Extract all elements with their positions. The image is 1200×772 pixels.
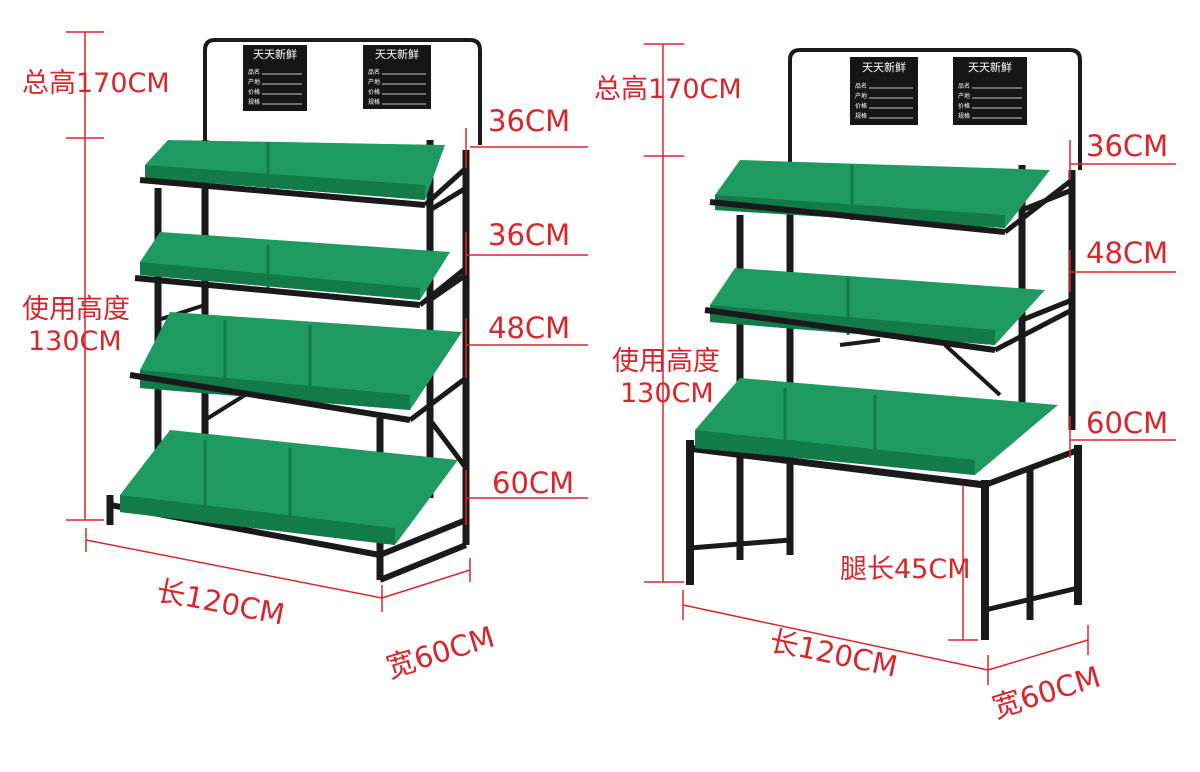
svg-text:品名: 品名 — [248, 68, 260, 76]
right-rack-frame — [686, 48, 1082, 640]
right-rack-tier-3 — [695, 378, 1058, 475]
right-leg-length-label: 腿长45CM — [840, 554, 971, 585]
left-rack-sign-2: 天天新鲜 品名 产地 价格 规格 — [363, 45, 431, 109]
right-usable-height-label-line1: 使用高度 — [612, 346, 720, 377]
right-rack-dimensions — [644, 43, 1176, 685]
left-rack-sign-1: 天天新鲜 品名 产地 价格 规格 — [243, 45, 307, 111]
svg-text:品名: 品名 — [958, 82, 970, 90]
svg-text:天天新鲜: 天天新鲜 — [968, 60, 1012, 74]
svg-text:价格: 价格 — [958, 102, 970, 110]
svg-text:天天新鲜: 天天新鲜 — [253, 47, 297, 61]
svg-text:品名: 品名 — [368, 68, 380, 76]
left-length-label: 长120CM — [154, 573, 288, 631]
left-total-height-label: 总高170CM — [22, 68, 170, 99]
svg-text:产地: 产地 — [958, 92, 970, 100]
right-total-height-label: 总高170CM — [594, 74, 742, 105]
left-width-label: 宽60CM — [382, 620, 498, 685]
svg-text:品名: 品名 — [855, 82, 867, 90]
left-rack-tier-1 — [139, 140, 468, 208]
left-usable-height-label-line1: 使用高度 — [22, 294, 130, 325]
svg-text:产地: 产地 — [368, 78, 380, 86]
right-width-label: 宽60CM — [988, 660, 1104, 725]
svg-text:规格: 规格 — [248, 98, 260, 106]
svg-text:价格: 价格 — [248, 88, 260, 96]
svg-text:产地: 产地 — [248, 78, 260, 86]
right-tier-1-depth-label: 36CM — [1086, 129, 1168, 163]
svg-text:天天新鲜: 天天新鲜 — [862, 60, 906, 74]
left-tier-1-depth-label: 36CM — [488, 104, 570, 138]
left-rack-tier-2 — [134, 232, 468, 308]
right-length-label: 长120CM — [767, 624, 901, 684]
right-rack-sign-1: 天天新鲜 品名 产地 价格 规格 — [850, 57, 918, 125]
svg-text:产地: 产地 — [855, 92, 867, 100]
svg-text:价格: 价格 — [855, 102, 867, 110]
svg-text:天天新鲜: 天天新鲜 — [375, 47, 419, 61]
left-rack-dimensions — [66, 31, 588, 612]
left-rack-tier-4 — [120, 430, 458, 545]
svg-text:规格: 规格 — [368, 98, 380, 106]
right-rack-tier-2 — [704, 268, 1074, 353]
left-tier-3-depth-label: 48CM — [488, 311, 570, 345]
svg-text:规格: 规格 — [958, 112, 970, 120]
right-tier-3-depth-label: 60CM — [1086, 406, 1168, 440]
right-rack: 天天新鲜 品名 产地 价格 规格 天天新鲜 品名 产地 价格 规格 — [594, 43, 1176, 725]
svg-text:规格: 规格 — [855, 112, 867, 120]
left-rack: 天天新鲜 品名 产地 价格 规格 天天新鲜 品名 产地 价格 规格 — [22, 31, 588, 685]
right-usable-height-label-line2: 130CM — [620, 378, 714, 409]
right-rack-tier-1 — [709, 160, 1074, 235]
left-rack-tier-3 — [129, 312, 468, 423]
left-usable-height-label-line2: 130CM — [28, 326, 122, 357]
right-tier-2-depth-label: 48CM — [1086, 236, 1168, 270]
svg-text:价格: 价格 — [368, 88, 380, 96]
left-tier-4-depth-label: 60CM — [492, 466, 574, 500]
left-tier-2-depth-label: 36CM — [488, 218, 570, 252]
right-rack-sign-2: 天天新鲜 品名 产地 价格 规格 — [953, 57, 1027, 125]
